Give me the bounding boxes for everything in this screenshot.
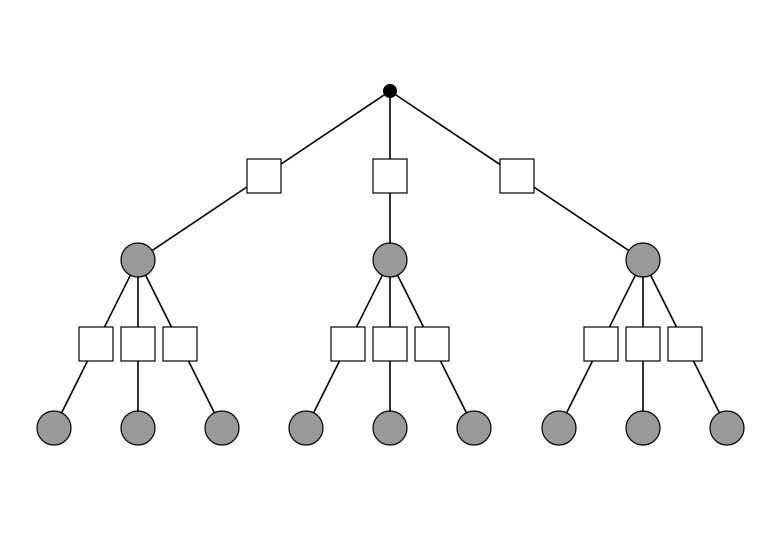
action-boxes: [78, 158, 703, 362]
action-box-level1-2: [372, 158, 408, 194]
action-box-level1-1: [246, 158, 282, 194]
action-box-level2-2-2: [372, 326, 408, 362]
action-box-level2-3-1: [583, 326, 619, 362]
tree-leaf-1-3: [204, 410, 240, 446]
action-box-level2-1-1: [78, 326, 114, 362]
tree-leaf-3-1: [541, 410, 577, 446]
tree-node-level1-2: [372, 242, 408, 278]
tree-node-level1-3: [625, 242, 661, 278]
tree-node-level1-1: [120, 242, 156, 278]
tree-leaf-2-1: [288, 410, 324, 446]
tree-leaf-2-3: [456, 410, 492, 446]
action-box-level1-3: [499, 158, 535, 194]
action-box-level2-2-1: [330, 326, 366, 362]
tree-root-node: [383, 84, 397, 98]
tree-leaf-3-2: [625, 410, 661, 446]
tree-leaf-3-3: [709, 410, 745, 446]
action-box-level2-1-2: [120, 326, 156, 362]
action-box-level2-3-3: [667, 326, 703, 362]
action-box-level2-3-2: [625, 326, 661, 362]
action-box-level2-2-3: [414, 326, 450, 362]
tree-leaf-1-1: [36, 410, 72, 446]
tree-leaf-2-2: [372, 410, 408, 446]
tree-leaf-1-2: [120, 410, 156, 446]
action-box-level2-1-3: [162, 326, 198, 362]
tree-nodes: [36, 84, 745, 446]
